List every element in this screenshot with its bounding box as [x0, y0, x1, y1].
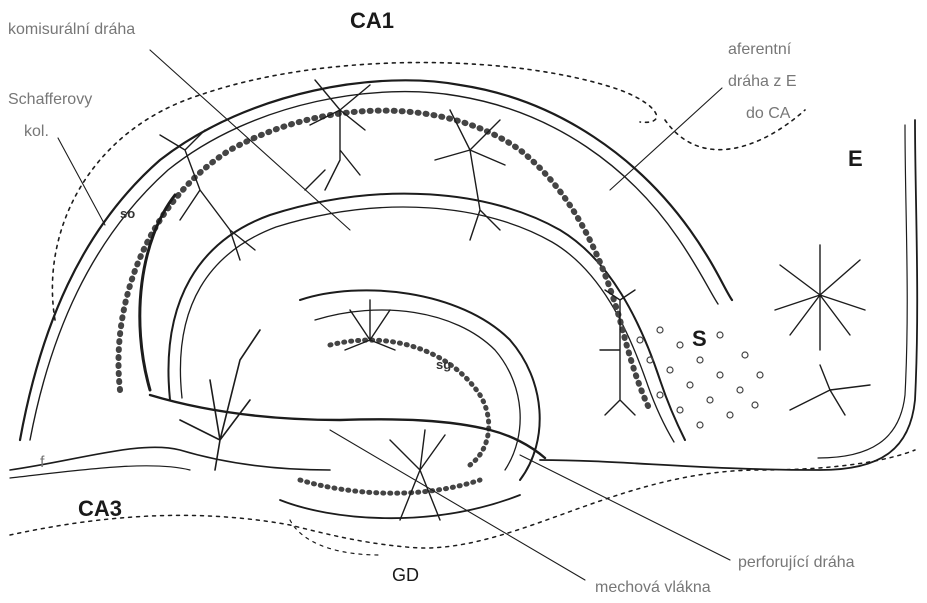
region-label-ca1: CA1	[350, 10, 394, 32]
pyramidal-cell-layer	[118, 111, 650, 410]
leader-perforant	[520, 455, 730, 560]
neuron-ca1-a	[305, 80, 370, 190]
leader-commissural	[150, 50, 350, 230]
lower-dotted-boundary	[10, 450, 915, 548]
neuron-ca3	[180, 330, 260, 470]
label-afferent-line2: dráha z E	[728, 74, 796, 90]
label-schaffer-line1: Schafferovy	[8, 92, 92, 108]
label-afferent-line3: do CA	[746, 106, 790, 122]
small-label-sg: sg	[436, 358, 451, 371]
ca3-lower-boundary-2	[10, 466, 190, 478]
ca3-dotted-inner	[290, 520, 380, 555]
label-perforant-pathway: perforující dráha	[738, 555, 855, 571]
label-schaffer-line2: kol.	[24, 124, 49, 140]
dentate-inner-arc	[315, 310, 520, 470]
small-label-so: so	[120, 207, 135, 220]
dentate-lower-blade-dots	[300, 480, 480, 493]
ammon-outer-band-inner	[30, 92, 718, 440]
label-afferent-line1: aferentní	[728, 42, 791, 58]
label-commissural-pathway: komisurální dráha	[8, 22, 135, 38]
neuron-entorhinal-small	[790, 365, 870, 415]
dentate-lower-blade	[280, 495, 520, 518]
region-label-ca3: CA3	[78, 498, 122, 520]
entorhinal-right-border-2	[818, 125, 907, 458]
ammon-inner-band	[168, 194, 685, 440]
region-label-s: S	[692, 328, 707, 350]
neuron-dentate-bottom	[390, 430, 445, 520]
region-label-f: f	[40, 455, 44, 471]
label-mossy-fibers: mechová vlákna	[595, 580, 711, 596]
ammon-inner-band-2	[180, 207, 674, 442]
leader-mossy	[330, 430, 585, 580]
dentate-granule-layer	[330, 340, 489, 465]
leader-afferent	[610, 88, 722, 190]
neuron-ca1-b	[435, 110, 505, 240]
neuron-entorhinal-star	[775, 245, 865, 350]
leader-schaffer	[58, 138, 105, 225]
region-label-gd: GD	[392, 566, 419, 584]
schaffer-collateral	[140, 195, 175, 390]
region-label-e: E	[848, 148, 863, 170]
dentate-outer-arc	[300, 290, 540, 480]
